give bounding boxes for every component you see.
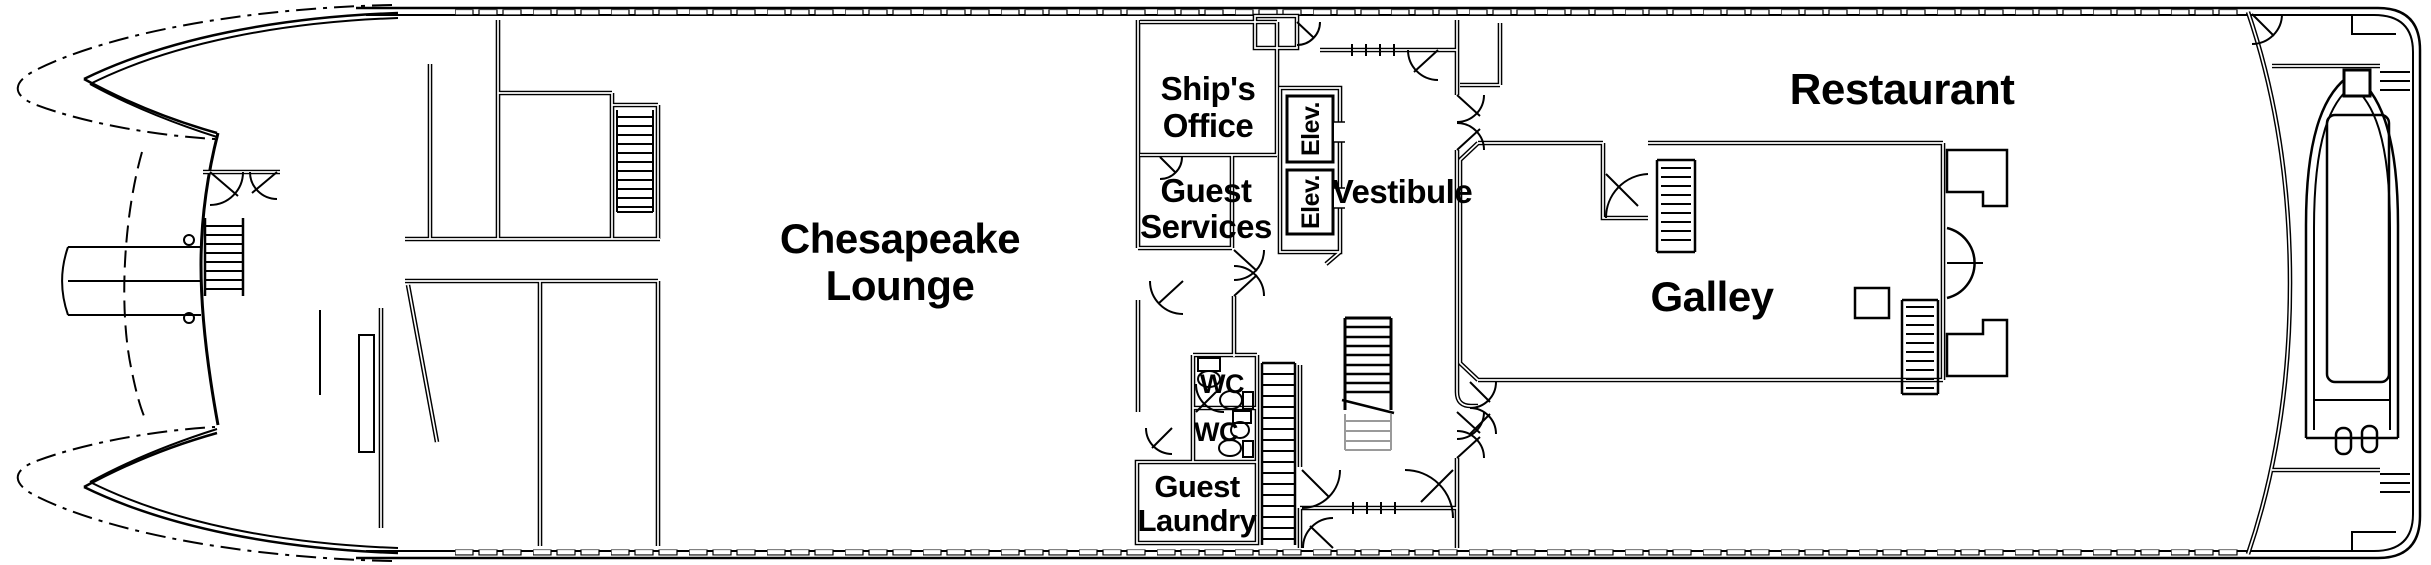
door-sills	[1352, 44, 1395, 514]
wc-fixtures	[1198, 358, 1253, 457]
label-line: Guest	[1154, 469, 1240, 504]
davit	[2344, 70, 2370, 96]
bollard	[2336, 428, 2351, 454]
lounge-fixtures	[320, 310, 374, 452]
tender-boat	[2306, 70, 2398, 454]
label-line: Services	[1140, 208, 1272, 245]
label-line: Guest	[1160, 172, 1252, 209]
stern-ladder	[2380, 474, 2410, 492]
stairs-galley-aft	[1902, 300, 1938, 394]
tender-cockpit	[2327, 115, 2389, 382]
room-label-wc-upper: WC	[1200, 369, 1244, 399]
room-label-elevator-forward: Elev.	[1297, 102, 1325, 156]
room-label-vestibule: Vestibule	[1332, 173, 1473, 210]
hull-outline	[356, 8, 2420, 558]
stairs-galley-forward	[1657, 160, 1695, 252]
bollard-post	[184, 313, 194, 323]
buffet-stations	[1947, 150, 2007, 376]
room-label-elevator-aft: Elev.	[1297, 175, 1325, 229]
bollard-post	[184, 235, 194, 245]
room-label-restaurant: Restaurant	[1790, 65, 2016, 114]
stern-ladder	[2380, 72, 2410, 90]
stairs-forward-cabin	[617, 110, 653, 212]
label-line: Office	[1163, 107, 1254, 144]
stern-deck	[2380, 72, 2410, 492]
label-line: Chesapeake	[780, 215, 1020, 262]
label-line: Lounge	[826, 262, 975, 309]
bow-structure	[18, 5, 398, 561]
room-label-galley: Galley	[1650, 273, 1774, 320]
window-ticks-top	[455, 9, 2245, 16]
elevator-cabs	[1287, 96, 1345, 234]
doors	[210, 14, 2282, 548]
bollard	[2362, 426, 2377, 452]
stairs-port-corridor	[1262, 363, 1295, 545]
dumbwaiter	[1855, 288, 1889, 318]
window-ticks-bottom	[455, 549, 2245, 556]
stairs-bow	[205, 218, 243, 296]
sink	[1219, 440, 1241, 456]
toilet-bowl	[1198, 371, 1220, 387]
label-line: Laundry	[1138, 503, 1258, 538]
room-label-wc-lower: WC	[1194, 417, 1238, 447]
label-line: Ship's	[1161, 70, 1256, 107]
toilet-bowl	[1231, 422, 1249, 438]
stairs-central-vestibule	[1342, 318, 1394, 450]
galley-equipment	[1855, 288, 1889, 318]
